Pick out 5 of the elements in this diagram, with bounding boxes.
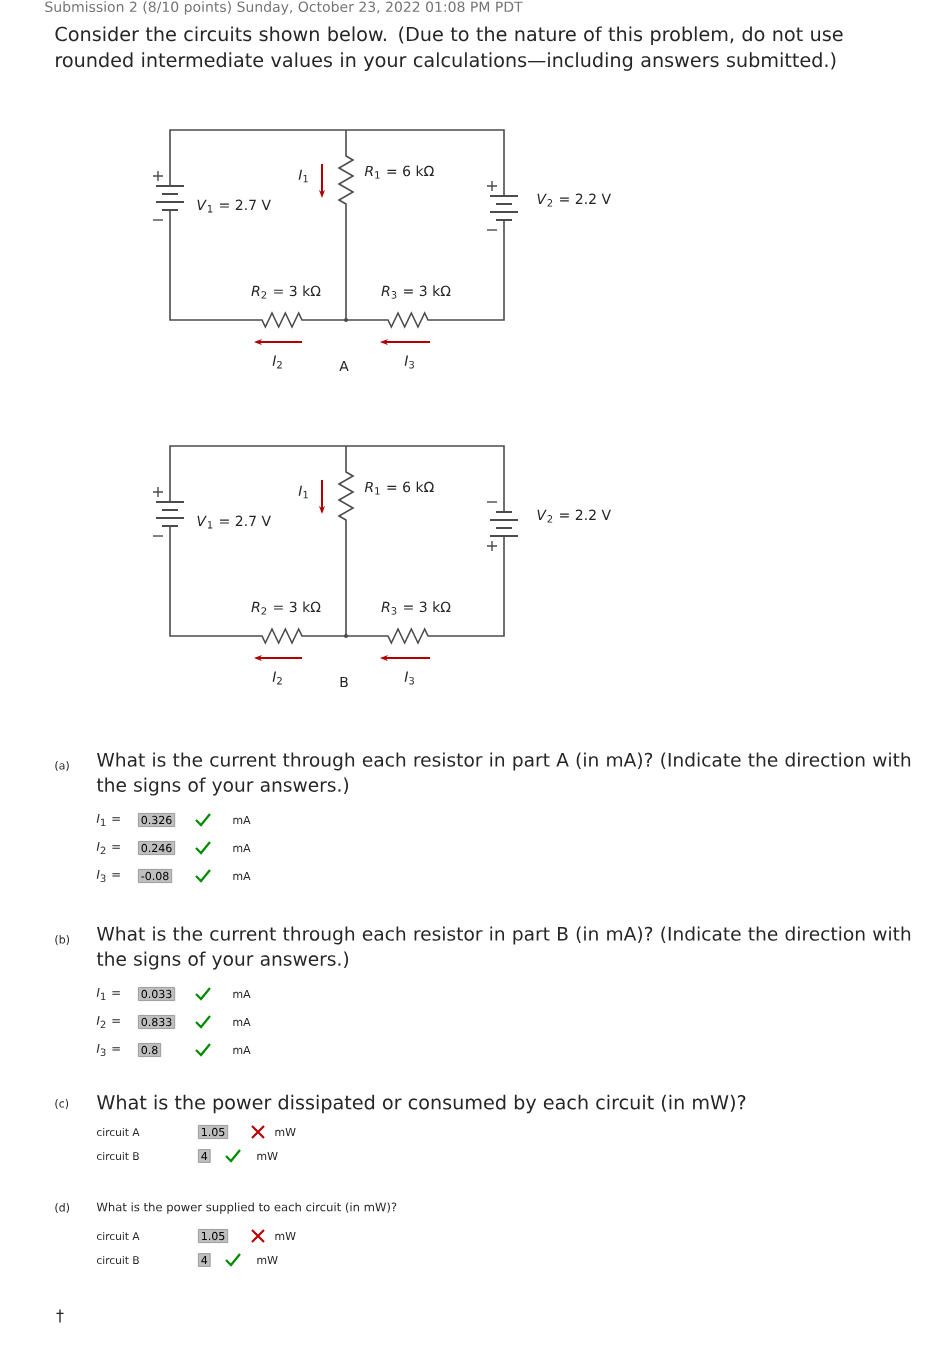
- intro-text: Consider the circuits shown below. (Due to the nature of this problem, do not use rounded intermediate values in your calculations—including answers submitted.): [55, 26, 843, 71]
- question-text: What is the current through each resistor in part B (in mA)? (Indicate the direction with the signs of your answers.): [96, 926, 911, 970]
- question-text: What is the current through each resistor in part A (in mA)? (Indicate the direction with the signs of your answers.): [96, 752, 911, 796]
- footnote-mark: †: [56, 1309, 64, 1323]
- question-text: What is the power dissipated or consumed by each circuit (in mW)?: [97, 1094, 746, 1114]
